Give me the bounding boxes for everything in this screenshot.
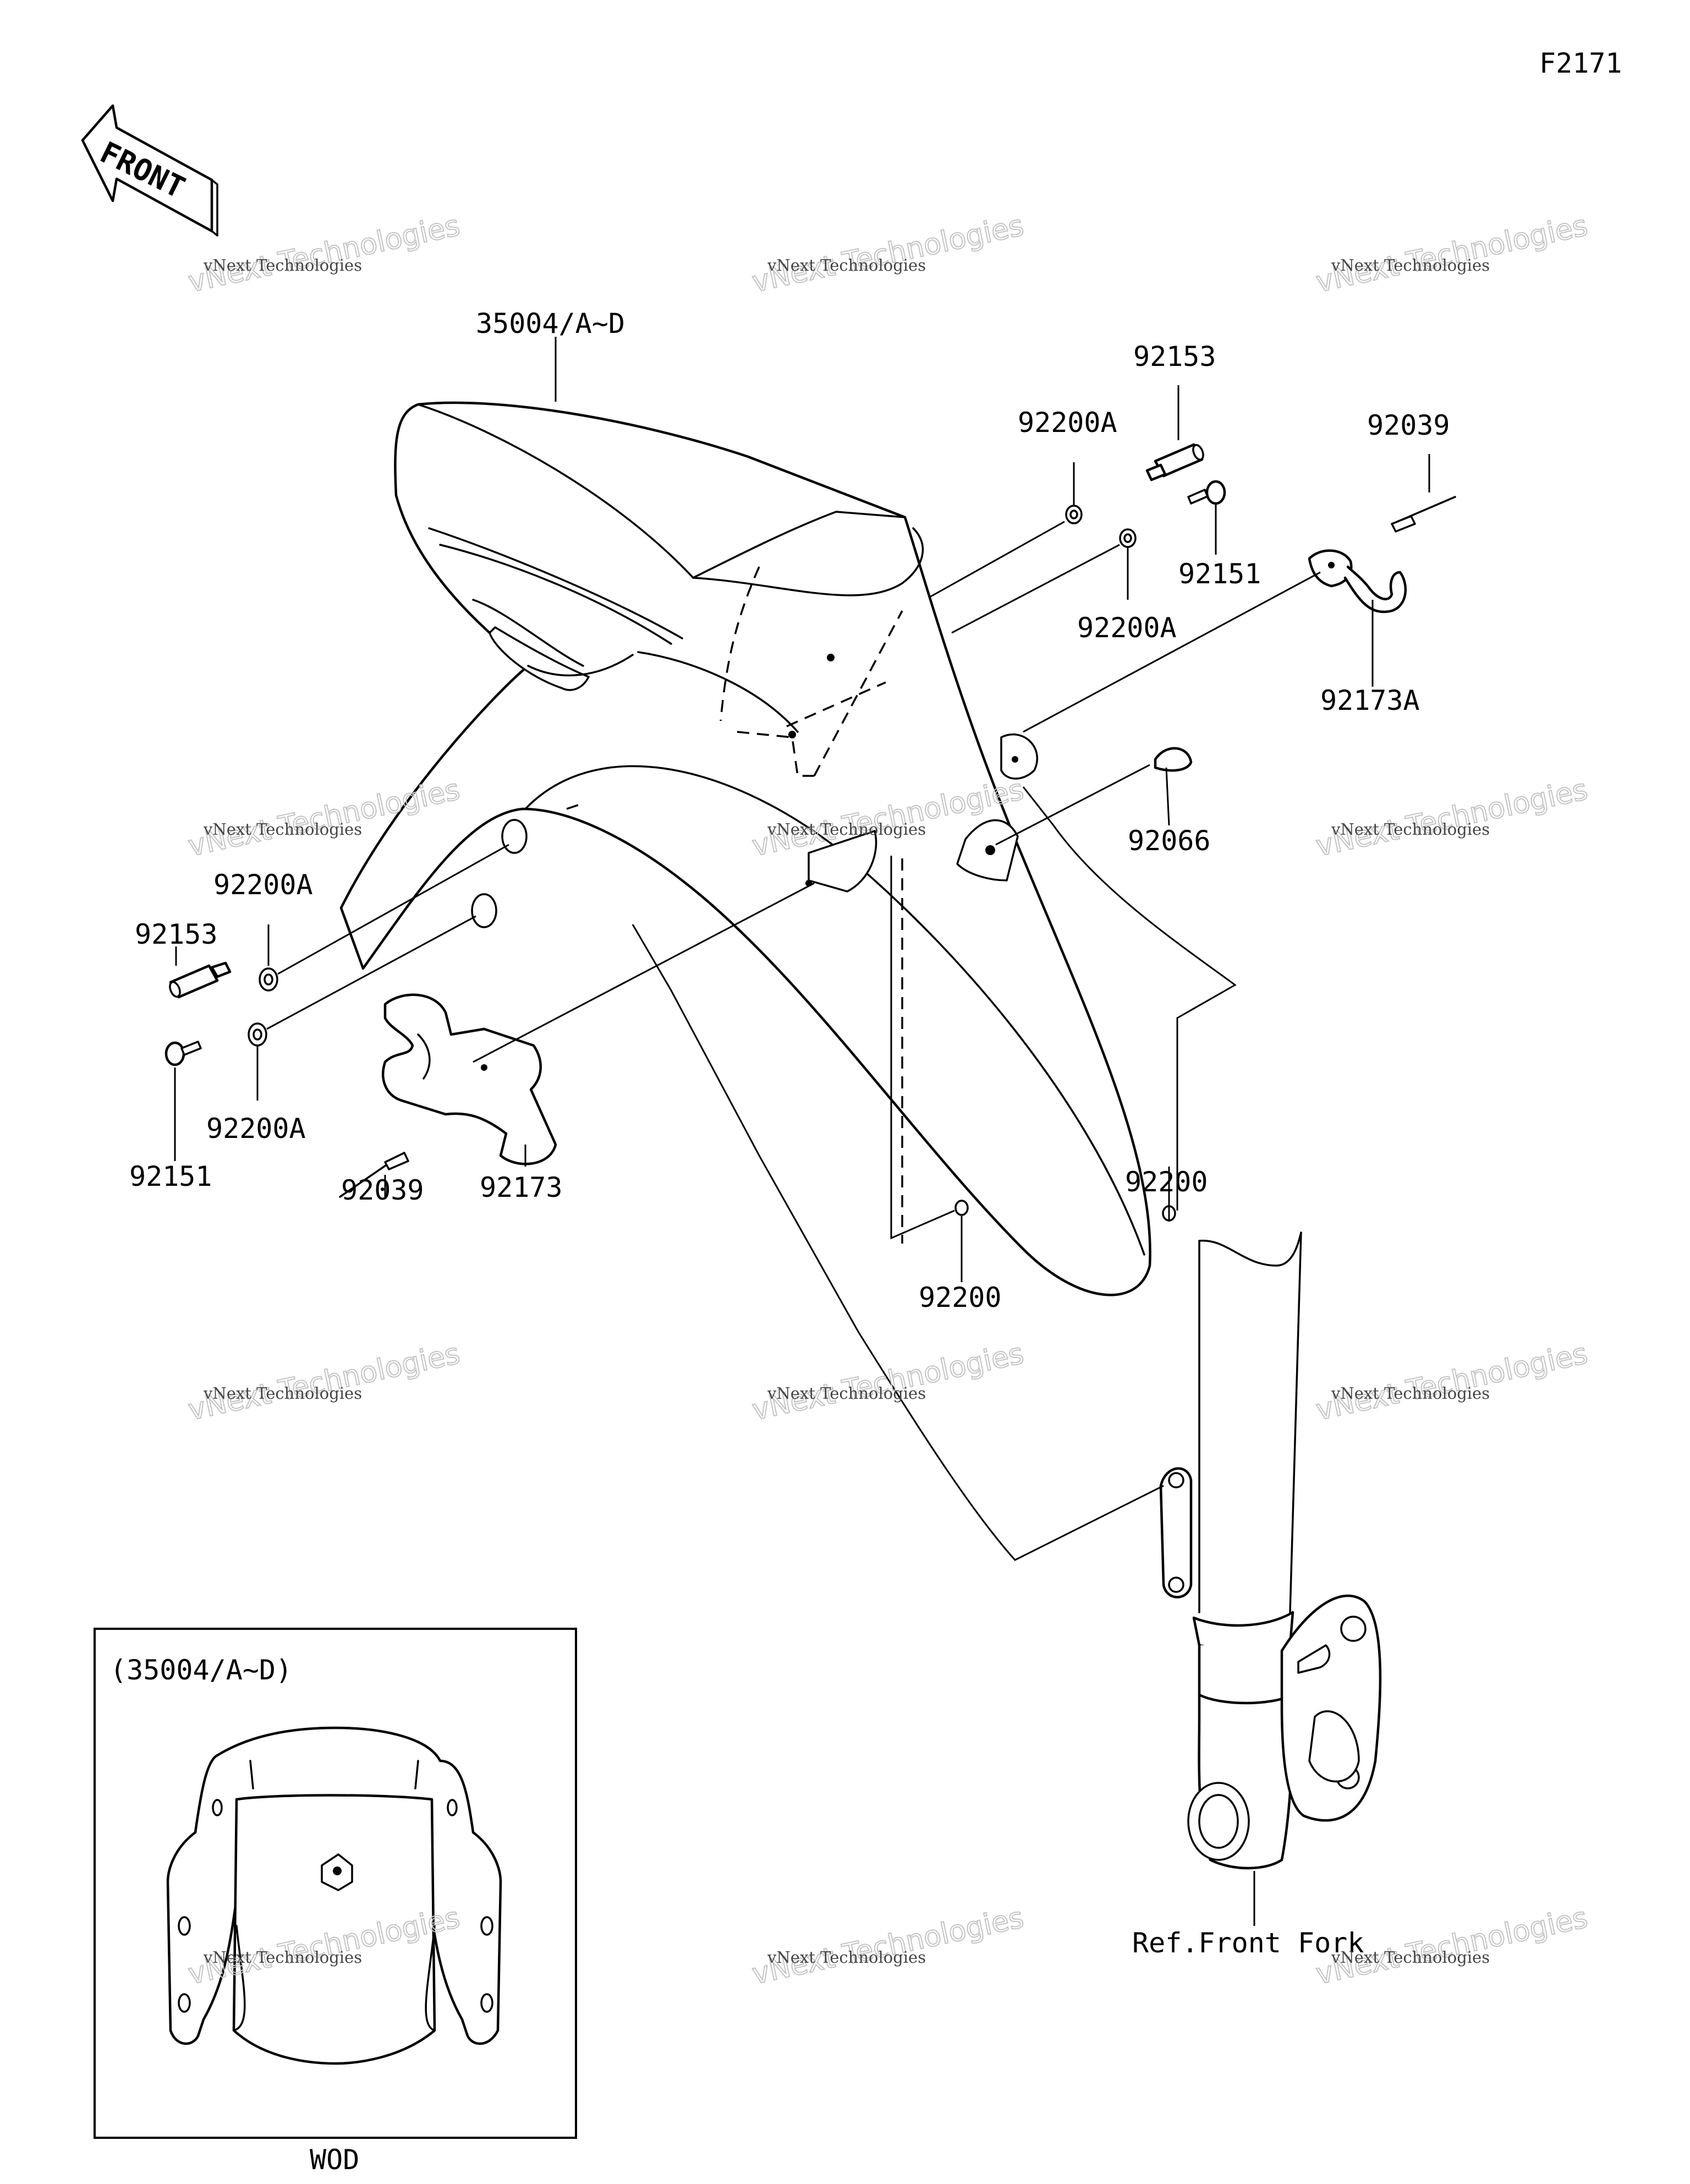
collar-92153-upper: [1145, 443, 1204, 481]
label-92200-right: 92200: [1125, 1166, 1208, 1198]
inset-caption: WOD: [310, 2144, 359, 2176]
watermark-outline: vNext Technologies: [1313, 209, 1590, 299]
watermark-text: vNext Technologies: [203, 1948, 362, 1967]
label-92173A: 92173A: [1320, 685, 1420, 716]
label-92066: 92066: [1128, 825, 1211, 857]
part-labels: 35004/A~D 92153 92200A 92039 92151 92200…: [129, 308, 1450, 1959]
label-92151-left: 92151: [129, 1161, 212, 1192]
watermark-text: vNext Technologies: [1331, 1948, 1490, 1967]
watermark-text: vNext Technologies: [1331, 1384, 1490, 1403]
washer-92200A-upper-b: [1119, 528, 1137, 548]
collar-92153-left: [169, 961, 232, 999]
watermark-text: vNext Technologies: [203, 256, 362, 275]
label-92153-left: 92153: [135, 918, 218, 950]
washer-92200A-left-b: [248, 1022, 267, 1047]
label-ref-front-fork: Ref.Front Fork: [1132, 1927, 1364, 1959]
front-fender: [339, 401, 1151, 1296]
label-92151-upper: 92151: [1178, 558, 1261, 590]
label-92200-center: 92200: [919, 1282, 1002, 1313]
watermark-outline: vNext Technologies: [185, 209, 463, 299]
bolt-92151-upper: [1187, 480, 1226, 505]
label-92200A-upper-b: 92200A: [1077, 612, 1177, 644]
bolt-92151-left: [164, 1041, 202, 1066]
watermark-outline: vNext Technologies: [1313, 1337, 1590, 1427]
watermark-outline: vNext Technologies: [749, 209, 1027, 299]
watermark-text: vNext Technologies: [767, 820, 926, 839]
watermark-text: vNext Technologies: [1331, 820, 1490, 839]
watermark-text: vNext Technologies: [203, 1384, 362, 1403]
watermark-outline: vNext Technologies: [1313, 773, 1590, 863]
washer-92200A-upper-a: [1065, 505, 1083, 524]
clip-92039-left: [339, 1152, 409, 1198]
figure-code: F2171: [1539, 47, 1622, 79]
grommet-92066: [1154, 747, 1193, 772]
watermark-text: vNext Technologies: [1331, 256, 1490, 275]
front-arrow-icon: FRONT: [81, 104, 218, 237]
label-92173: 92173: [480, 1172, 563, 1203]
clip-92039-upper: [1391, 496, 1456, 533]
label-92200A-left-b: 92200A: [206, 1113, 306, 1145]
clamp-92173: [382, 993, 557, 1165]
leader-lines: [174, 337, 1430, 1926]
label-92039-upper: 92039: [1367, 409, 1450, 441]
watermark-outline: vNext Technologies: [749, 1901, 1027, 1991]
label-92200A-left-a: 92200A: [213, 869, 313, 901]
watermark-text: vNext Technologies: [767, 1384, 926, 1403]
clamp-92173A: [1308, 549, 1407, 614]
inset-title: (35004/A~D): [110, 1654, 292, 1686]
watermark-outline: vNext Technologies: [185, 1337, 463, 1427]
watermark-text: vNext Technologies: [767, 256, 926, 275]
label-92200A-upper-a: 92200A: [1018, 407, 1117, 439]
front-fork: [1159, 1231, 1382, 1870]
watermark-outline: vNext Technologies: [749, 1337, 1027, 1427]
nut-92200-center: [954, 1200, 969, 1216]
inset-panel: (35004/A~D) WOD: [94, 1628, 577, 2176]
watermark-text: vNext Technologies: [767, 1948, 926, 1967]
washer-92200A-left-a: [259, 967, 278, 992]
label-35004: 35004/A~D: [476, 308, 625, 340]
label-92153-upper: 92153: [1133, 341, 1216, 373]
fender-front-view: [166, 1726, 502, 2065]
watermark-text: vNext Technologies: [203, 820, 362, 839]
label-92039-left: 92039: [341, 1174, 424, 1206]
